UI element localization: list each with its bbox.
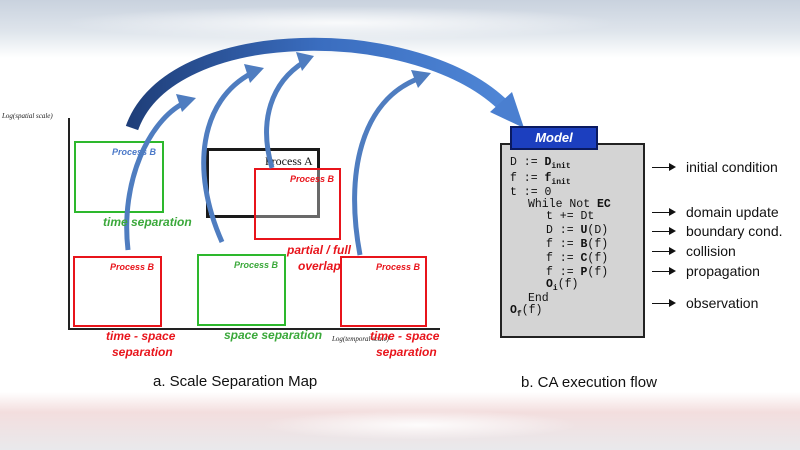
code-line-2: f := finit: [510, 172, 571, 187]
subtitle-scale-separation-map: a. Scale Separation Map: [153, 373, 318, 390]
process-b-label: Process B: [290, 174, 335, 184]
process-b-label: Process B: [110, 262, 155, 272]
process-b-label: Process B: [112, 147, 157, 157]
arrow-collision: [652, 247, 676, 255]
process-b-box-time-space-left: Process B: [73, 256, 162, 327]
process-b-box-time-separation: Process B: [74, 141, 164, 213]
code-line-10: Oi(f): [546, 278, 579, 293]
bottom-background-band: [0, 392, 800, 450]
code-line-12: Of(f): [510, 304, 543, 319]
thin-curved-arrows: [124, 59, 421, 256]
process-b-box-time-space-right: Process B: [340, 256, 427, 327]
caption-overlap: overlap: [298, 259, 341, 273]
caption-time-separation: time separation: [103, 215, 192, 229]
code-line-7: f := B(f): [546, 238, 609, 251]
big-curved-arrow: [125, 37, 524, 131]
arrow-domain-update: [652, 208, 676, 216]
x-axis-label: Log(temporal scale): [332, 335, 389, 343]
model-tab: Model: [510, 126, 598, 150]
code-line-3: t := 0: [510, 186, 552, 199]
process-a-box: Process A: [206, 148, 320, 218]
thin-arrow-heads: [176, 52, 431, 112]
model-code-box: [500, 143, 645, 338]
process-b-label: Process B: [234, 260, 279, 270]
label-collision: collision: [686, 243, 736, 259]
process-b-box-overlap: Process B: [254, 168, 341, 240]
arrow-propagation: [652, 267, 676, 275]
process-b-box-space-separation: Process B: [197, 254, 286, 326]
arrow-boundary-cond: [652, 227, 676, 235]
caption-separation-1: separation: [112, 345, 173, 359]
label-observation: observation: [686, 295, 759, 311]
y-axis-label: Log(spatial scale): [2, 112, 53, 120]
caption-space-separation: space separation: [224, 328, 323, 342]
arrow-observation: [652, 299, 676, 307]
code-line-5: t += Dt: [546, 210, 595, 223]
code-line-6: D := U(D): [546, 224, 609, 237]
label-domain-update: domain update: [686, 204, 779, 220]
y-axis: [68, 118, 70, 330]
code-line-11: End: [528, 292, 549, 305]
code-line-4: While Not EC: [528, 198, 611, 211]
process-a-label: Process A: [265, 154, 313, 168]
process-b-label: Process B: [376, 262, 421, 272]
code-line-1: D := Dinit: [510, 156, 571, 171]
caption-time-space-2: time - space: [370, 329, 440, 343]
label-propagation: propagation: [686, 263, 760, 279]
code-line-8: f := C(f): [546, 252, 609, 265]
x-axis: [68, 328, 440, 330]
caption-partial-full: partial / full: [287, 243, 352, 257]
code-line-9: f := P(f): [546, 266, 609, 279]
label-initial-condition: initial condition: [686, 159, 778, 175]
caption-separation-2: separation: [376, 345, 437, 359]
subtitle-ca-execution-flow: b. CA execution flow: [521, 374, 657, 391]
arrow-initial-condition: [652, 163, 676, 171]
caption-time-space-1: time - space: [106, 329, 176, 343]
label-boundary-cond: boundary cond.: [686, 223, 783, 239]
